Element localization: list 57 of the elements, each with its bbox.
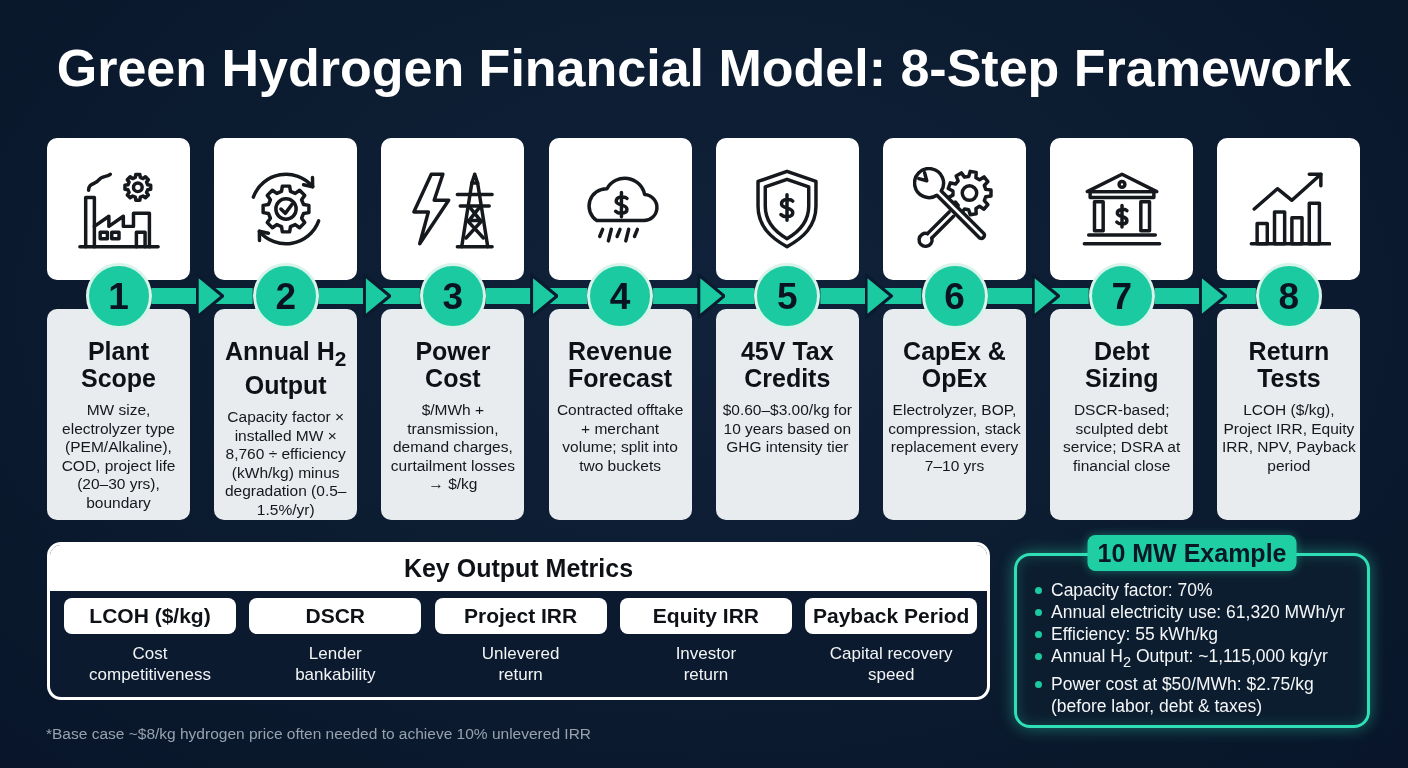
- footnote: *Base case ~$8/kg hydrogen price often needed to achieve 10% unlevered IRR: [46, 724, 591, 744]
- step-title: Annual H$_{2}$ Output: [224, 338, 348, 399]
- step-card: [883, 309, 1026, 520]
- arrow: [318, 273, 420, 319]
- metric-description: Lender bankability: [294, 643, 377, 685]
- step-title: 45V Tax Credits: [739, 338, 835, 392]
- icon-tile: [883, 138, 1026, 280]
- step-description: Electrolyzer, BOP, compression, stack replacement every 7–10 yrs: [887, 401, 1022, 476]
- metric-description: Capital recovery speed: [828, 643, 954, 685]
- bullet-text: Efficiency: 55 kWh/kg: [1051, 623, 1218, 645]
- step-title: Plant Scope: [80, 338, 157, 392]
- metric-pill: Equity IRR: [619, 598, 792, 634]
- step-title: CapEx & OpEx: [902, 338, 1007, 392]
- arrow: [485, 273, 588, 319]
- icon-tile: [548, 138, 692, 280]
- step-description: Contracted offtake + merchant volume; split into two buckets: [555, 401, 685, 476]
- title: Green Hydrogen Financial Model: 8-Step Framework: [56, 38, 1352, 99]
- step-card: [214, 309, 358, 520]
- panel-heading: 10 MW Example: [1087, 535, 1297, 571]
- metric-description: Unlevered return: [480, 643, 561, 685]
- step-card: [381, 309, 525, 520]
- arrow: [820, 273, 922, 319]
- arrow: [987, 273, 1089, 319]
- step-title: Revenue Forecast: [567, 338, 674, 392]
- step-card: [548, 309, 692, 520]
- metric-pill: LCOH ($/kg): [64, 598, 236, 634]
- icon-tile: [715, 138, 859, 280]
- icon-tile: [214, 138, 358, 280]
- bullet-text: Annual electricity use: 61,320 MWh/yr: [1051, 601, 1345, 623]
- step-description: $/MWh + transmission, demand charges, curtailment losses → $/kg: [389, 401, 516, 494]
- metric-pill: DSCR: [249, 598, 422, 634]
- arrow: [653, 273, 755, 319]
- metrics-panel: [47, 542, 990, 700]
- step-description: DSCR-based; sculpted debt service; DSRA at financial close: [1062, 401, 1182, 476]
- step-title: Return Tests: [1247, 338, 1331, 392]
- step-description: Capacity factor × installed MW × 8,760 ÷ efficiency (kWh/kg) minus degradation (0.5–1.5%/yr): [223, 408, 348, 520]
- bullet-text: Annual H$_{2}$ Output: ~1,115,000 kg/yr: [1051, 645, 1328, 672]
- metric-description: Investor return: [674, 643, 738, 685]
- step-title: Debt Sizing: [1083, 338, 1160, 392]
- metric-description: Cost competitiveness: [88, 643, 212, 685]
- step-card: [1217, 309, 1361, 520]
- step-title: Power Cost: [414, 338, 492, 392]
- icon-tile: [1050, 138, 1194, 280]
- icon-tile: [381, 138, 525, 280]
- step-card: [1050, 309, 1194, 520]
- metric-pill: Project IRR: [434, 598, 607, 634]
- step-description: MW size, electrolyzer type (PEM/Alkaline), COD, project life (20–30 yrs), boundary: [60, 401, 177, 513]
- icon-tile: [1217, 138, 1361, 280]
- step-description: LCOH ($/kg), Project IRR, Equity IRR, NPV, Payback period: [1221, 401, 1357, 476]
- panel-header: Key Output Metrics: [50, 545, 987, 591]
- bullet-text: Capacity factor: 70%: [1051, 579, 1213, 601]
- bullet-text: Power cost at $50/MWh: $2.75/kg (before labor, debt & taxes): [1051, 672, 1315, 717]
- icon-tile: [47, 138, 190, 280]
- step-card: [47, 309, 190, 520]
- metric-pill: Payback Period: [805, 598, 978, 634]
- step-description: $0.60–$3.00/kg for 10 years based on GHG intensity tier: [721, 401, 853, 457]
- step-card: [715, 309, 859, 520]
